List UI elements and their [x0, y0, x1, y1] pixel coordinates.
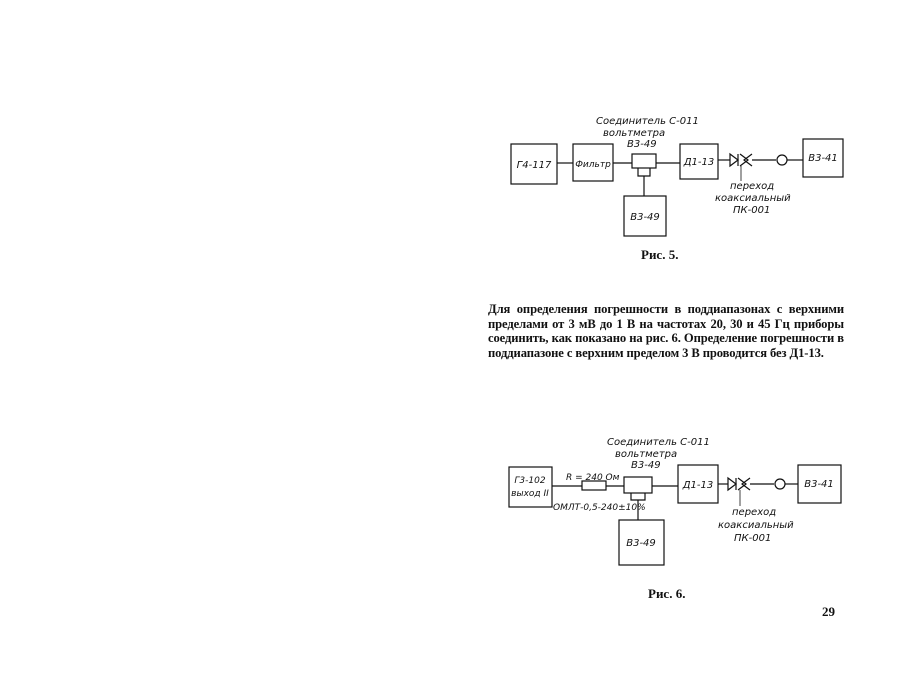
- fig5-attenuator-block: [679, 143, 719, 180]
- body-paragraph: Для определения погрешности в поддиапазо…: [488, 302, 844, 360]
- fig6-tee-connector: [623, 476, 653, 494]
- figure-6: Соединитель С-011 вольтметра В3-49 Г3-10…: [508, 437, 842, 566]
- fig5-adapter-label-line2: коаксиальный: [715, 193, 791, 204]
- fig5-generator-block: [510, 143, 558, 185]
- figure-5: Соединитель С-011 вольтметра В3-49 Г4-11…: [510, 116, 844, 237]
- fig5-generator-label: Г4-117: [517, 160, 552, 171]
- fig6-generator-label-line2: выход II: [511, 489, 549, 499]
- fig5-voltmeter-bottom-block: [623, 195, 667, 237]
- fig6-generator-label-line1: Г3-102: [514, 476, 545, 486]
- fig6-adapter-label-line3: ПК-001: [734, 533, 771, 544]
- fig5-connector-label-line1: Соединитель С-011: [596, 116, 699, 127]
- page-number: 29: [822, 604, 835, 619]
- fig5-coax-adapter: [729, 152, 753, 168]
- fig6-adapter-label-line1: переход: [732, 507, 776, 518]
- fig6-attenuator-label: Д1-13: [682, 480, 714, 491]
- fig5-voltmeter-right-label: В3-41: [808, 153, 838, 164]
- fig5-adapter-label-line3: ПК-001: [733, 205, 770, 216]
- fig6-voltmeter-bottom-label: В3-49: [626, 538, 656, 549]
- fig6-adapter-label-line2: коаксиальный: [718, 520, 794, 531]
- fig5-connector-label-line3: В3-49: [627, 139, 657, 150]
- fig5-adapter-label-line1: переход: [730, 181, 774, 192]
- fig6-voltmeter-bottom-block: [618, 519, 665, 566]
- fig5-cable-connector: [776, 154, 788, 166]
- fig5-filter-label: Фильтр: [575, 160, 611, 170]
- fig5-voltmeter-right-block: [802, 138, 844, 178]
- fig5-tee-connector: [631, 153, 657, 169]
- fig6-voltmeter-right-label: В3-41: [804, 479, 834, 490]
- fig5-connector-label-line2: вольтметра: [603, 128, 665, 139]
- fig6-cable-connector: [774, 478, 786, 490]
- fig6-connector-label-line1: Соединитель С-011: [607, 437, 710, 448]
- fig6-connector-label-line2: вольтметра: [615, 449, 677, 460]
- fig6-generator-block: [508, 466, 553, 508]
- fig6-resistor-value: R = 240 Ом: [566, 473, 620, 483]
- fig6-connector-label-line3: В3-49: [631, 460, 661, 471]
- fig6-voltmeter-right-block: [797, 464, 842, 504]
- fig5-voltmeter-bottom-label: В3-49: [630, 212, 660, 223]
- fig5-attenuator-label: Д1-13: [683, 157, 715, 168]
- fig6-caption: Рис. 6.: [648, 586, 686, 601]
- fig6-coax-adapter: [727, 476, 751, 492]
- fig5-caption: Рис. 5.: [641, 247, 679, 262]
- fig6-resistor-type: ОМЛТ-0,5-240±10%: [553, 503, 646, 513]
